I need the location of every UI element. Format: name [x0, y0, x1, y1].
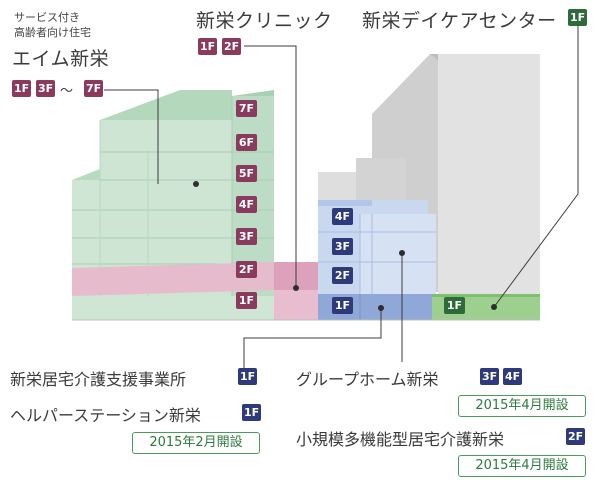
kyotaku-floor-tag: 1F — [238, 368, 258, 385]
aim-subtitle-2: 高齢者向け住宅 — [14, 26, 91, 39]
clinic-band — [72, 262, 318, 320]
helper-floor-tag: 1F — [242, 404, 262, 421]
grouphome-building-floor-tag: 2F — [332, 267, 353, 284]
clinic-floor-tag-2: 2F — [222, 38, 242, 55]
aim-building-floor-tag: 6F — [236, 134, 257, 151]
small-floor-tag: 2F — [566, 428, 586, 445]
aim-name: エイム新栄 — [12, 48, 110, 70]
small-name: 小規模多機能型居宅介護新栄 — [296, 430, 505, 449]
aim-floor-tag-2: 3F — [36, 80, 56, 97]
daycare-name-floor-tag: 1F — [568, 9, 588, 26]
aim-building-floor-tag: 1F — [236, 292, 257, 309]
small-open-date: 2015年4月開設 — [458, 455, 586, 477]
helper-open-date: 2015年2月開設 — [132, 432, 260, 454]
aim-floor-tag-1: 1F — [12, 80, 32, 97]
clinic-name: 新栄クリニック — [196, 10, 333, 32]
grouphome-floor-tag-1: 3F — [480, 368, 500, 385]
clinic-floor-tag-1: 1F — [198, 38, 218, 55]
daycare-floor-tag: 1F — [444, 297, 465, 314]
daycare-name: 新栄デイケアセンター — [362, 10, 557, 32]
grouphome-building-floor-tag: 1F — [332, 297, 353, 314]
grouphome-open-date: 2015年4月開設 — [458, 395, 586, 417]
aim-floor-tag-3: 7F — [84, 80, 104, 97]
aim-building-floor-tag: 4F — [236, 196, 257, 213]
aim-subtitle-1: サービス付き — [14, 11, 80, 24]
aim-building-floor-tag: 7F — [236, 100, 257, 117]
leader-lines — [104, 26, 579, 370]
aim-building-floor-tag: 2F — [236, 261, 257, 278]
grouphome-building-floor-tag: 3F — [332, 238, 353, 255]
leader-dots — [193, 181, 497, 311]
aim-building-floor-tag: 3F — [236, 228, 257, 245]
helper-name: ヘルパーステーション新栄 — [10, 406, 201, 425]
grouphome-floor-tag-2: 4F — [503, 368, 523, 385]
grouphome-building-floor-tag: 4F — [332, 208, 353, 225]
aim-floor-tilde: ～ — [60, 84, 74, 99]
aim-building-floor-tag: 5F — [236, 165, 257, 182]
grouphome-name: グループホーム新栄 — [296, 370, 439, 389]
kyotaku-name: 新栄居宅介護支援事業所 — [10, 370, 187, 389]
